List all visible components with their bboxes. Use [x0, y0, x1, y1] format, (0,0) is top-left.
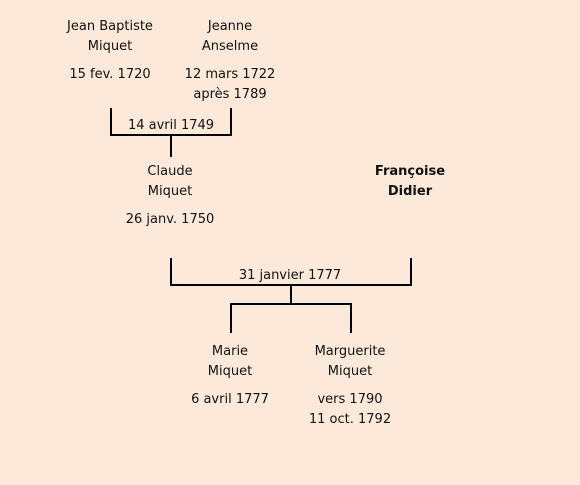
person-marguerite-miquet[interactable]: Marguerite Miquet vers 1790 11 oct. 1792 — [290, 342, 410, 430]
person-birth-date: 26 janv. 1750 — [125, 212, 215, 227]
person-first-name: Jean Baptiste — [67, 19, 153, 34]
person-first-name: Françoise — [374, 164, 446, 179]
person-first-name: Claude — [147, 164, 193, 179]
person-last-name: Miquet — [207, 364, 253, 379]
person-claude-miquet[interactable]: Claude Miquet 26 janv. 1750 — [110, 162, 230, 230]
marriage-1-descent — [170, 136, 172, 157]
marriage-2-date: 31 janvier 1777 — [238, 268, 342, 283]
person-last-name: Miquet — [147, 184, 193, 199]
marriage-1-right-drop — [230, 108, 232, 136]
person-death-date: 11 oct. 1792 — [308, 412, 392, 427]
person-birth-date: 6 avril 1777 — [191, 392, 269, 407]
marriage-2-right-drop — [410, 258, 412, 286]
person-birth-date: 12 mars 1722 — [184, 67, 276, 82]
marriage-1-date: 14 avril 1749 — [127, 118, 215, 133]
person-last-name: Didier — [387, 184, 433, 199]
person-birth-date: vers 1790 — [317, 392, 383, 407]
person-first-name: Jeanne — [207, 19, 253, 34]
person-last-name: Miquet — [327, 364, 373, 379]
person-death-date: après 1789 — [193, 87, 267, 102]
child-1-drop — [230, 303, 232, 333]
person-marie-miquet[interactable]: Marie Miquet 6 avril 1777 — [170, 342, 290, 410]
children-bar — [230, 303, 352, 305]
person-last-name: Miquet — [87, 39, 133, 54]
child-2-drop — [350, 303, 352, 333]
person-last-name: Anselme — [201, 39, 259, 54]
marriage-2-left-drop — [170, 258, 172, 286]
person-francoise-didier[interactable]: Françoise Didier — [350, 162, 470, 202]
person-first-name: Marie — [211, 344, 249, 359]
marriage-2-bar — [170, 284, 412, 286]
person-jeanne-anselme[interactable]: Jeanne Anselme 12 mars 1722 après 1789 — [170, 17, 290, 105]
person-jean-baptiste-miquet[interactable]: Jean Baptiste Miquet 15 fev. 1720 — [50, 17, 170, 85]
person-birth-date: 15 fev. 1720 — [69, 67, 151, 82]
marriage-1-left-drop — [110, 108, 112, 136]
marriage-2-descent — [290, 286, 292, 304]
person-first-name: Marguerite — [314, 344, 386, 359]
marriage-1-bar — [110, 134, 232, 136]
